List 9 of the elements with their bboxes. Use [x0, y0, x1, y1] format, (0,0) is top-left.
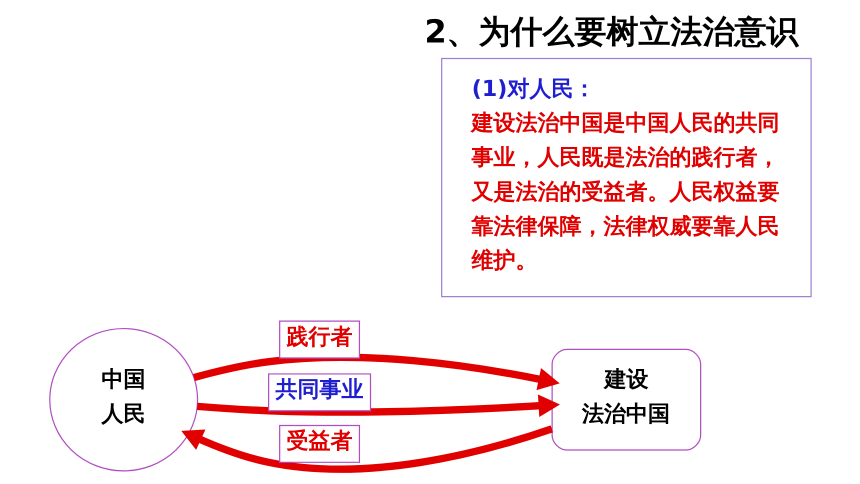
node-circle: 中国人民 [48, 328, 198, 472]
node-box: 建设法治中国 [551, 348, 701, 451]
diagram-title: 2、为什么要树立法治意识 [424, 12, 798, 50]
arrow [192, 354, 560, 390]
arrow [196, 394, 560, 417]
edge-label: 践行者 [286, 324, 352, 350]
node-box: (1)对人民： 建设法治中国是中国人民的共同事业，人民既是法治的践行者，又是法治的受益者。人民权益要靠法律保障，法律权威要靠人民维护。 [440, 58, 812, 298]
edge-label: 受益者 [286, 428, 352, 454]
edge-label: 共同事业 [274, 376, 363, 403]
